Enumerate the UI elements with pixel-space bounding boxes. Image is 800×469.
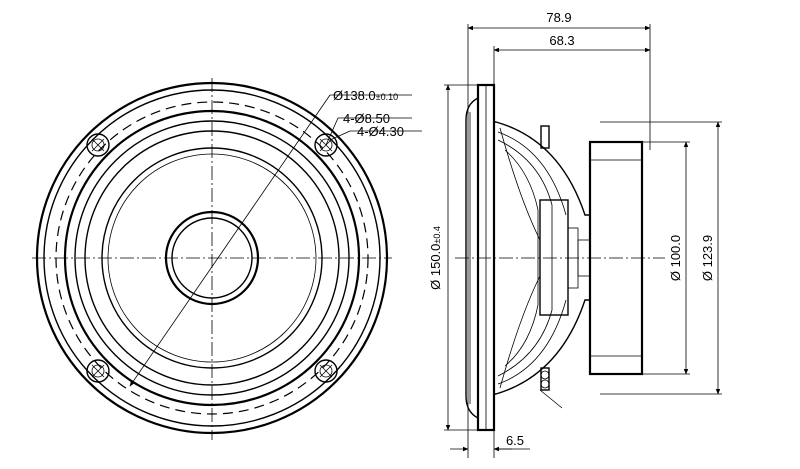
total-depth-label: 78.9 (546, 10, 571, 25)
mounting-hole-top-left (86, 133, 110, 157)
side-view: 78.9 68.3 6.5 Ø 150.0±0.4 Ø 100.0 Ø 123.… (428, 10, 722, 458)
hole-large-leader (325, 117, 339, 146)
frame-diameter-label: Ø 123.9 (700, 235, 715, 281)
body-depth-label: 68.3 (549, 33, 574, 48)
diameter-leader-line (129, 94, 331, 387)
front-view: Ø138.0±0.10 4-Ø8.50 4-Ø4.30 (32, 78, 422, 440)
mounting-hole-bottom-right (314, 359, 338, 383)
terminal-leader (539, 389, 563, 409)
spider (539, 199, 569, 316)
outer-diameter-label: Ø 150.0±0.4 (428, 226, 443, 290)
hole-small-label: 4-Ø4.30 (357, 124, 404, 139)
flange-label: 6.5 (506, 433, 524, 448)
front-diameter-label: Ø138.0±0.10 (333, 88, 398, 103)
hole-large-label: 4-Ø8.50 (343, 111, 390, 126)
mounting-hole-bottom-left (86, 359, 110, 383)
terminal-bottom (540, 367, 550, 391)
magnet-diameter-label: Ø 100.0 (668, 235, 683, 281)
terminal-top (540, 125, 550, 149)
hole-small-leader (329, 130, 351, 141)
